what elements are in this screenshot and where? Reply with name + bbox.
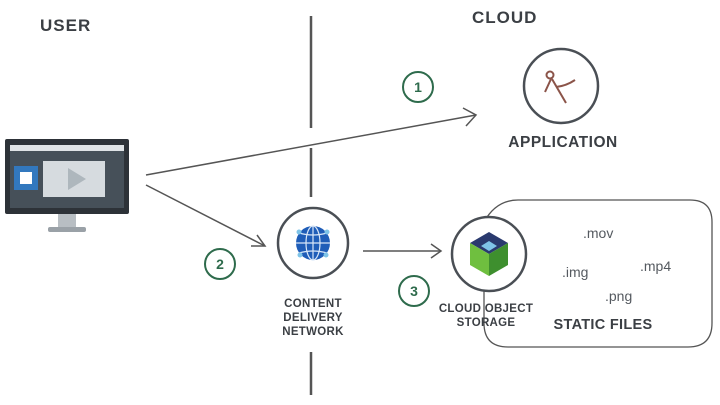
file-type-img: .img xyxy=(562,264,589,280)
step-3-circle xyxy=(398,275,430,307)
arrow-to-cos xyxy=(363,243,443,259)
cdn-node xyxy=(276,206,350,280)
storage-cube-icon xyxy=(470,232,508,276)
cos-label-line-2: STORAGE xyxy=(456,317,516,329)
step-2-label: 2 xyxy=(216,256,224,272)
cos-node xyxy=(450,215,528,293)
cos-label-line-1: CLOUD OBJECT xyxy=(438,303,534,315)
cdn-label-line-1: CONTENT xyxy=(284,298,342,310)
compass-icon xyxy=(544,70,576,104)
monitor-icon xyxy=(5,139,129,232)
cdn-label-line-2: DELIVERY xyxy=(283,312,343,324)
cdn-label: CONTENT DELIVERY NETWORK xyxy=(253,297,373,339)
file-type-mp4: .mp4 xyxy=(640,258,672,274)
application-label: APPLICATION xyxy=(508,134,618,151)
step-1-label: 1 xyxy=(414,79,422,95)
arrow-to-cdn xyxy=(145,184,267,247)
static-files-label: STATIC FILES xyxy=(553,317,653,333)
file-type-png: .png xyxy=(605,288,633,304)
step-2-circle xyxy=(204,248,236,280)
cdn-label-line-3: NETWORK xyxy=(282,326,344,338)
globe-icon xyxy=(296,225,330,261)
application-node xyxy=(522,47,600,125)
step-3-label: 3 xyxy=(410,283,418,299)
user-section-label: USER xyxy=(40,16,92,35)
file-type-mov: .mov xyxy=(583,225,614,241)
cos-label: CLOUD OBJECT STORAGE xyxy=(426,302,546,330)
step-1-circle xyxy=(402,71,434,103)
arrow-to-application xyxy=(145,107,478,176)
static-files-container xyxy=(483,199,713,348)
cloud-section-label: CLOUD xyxy=(472,8,538,27)
